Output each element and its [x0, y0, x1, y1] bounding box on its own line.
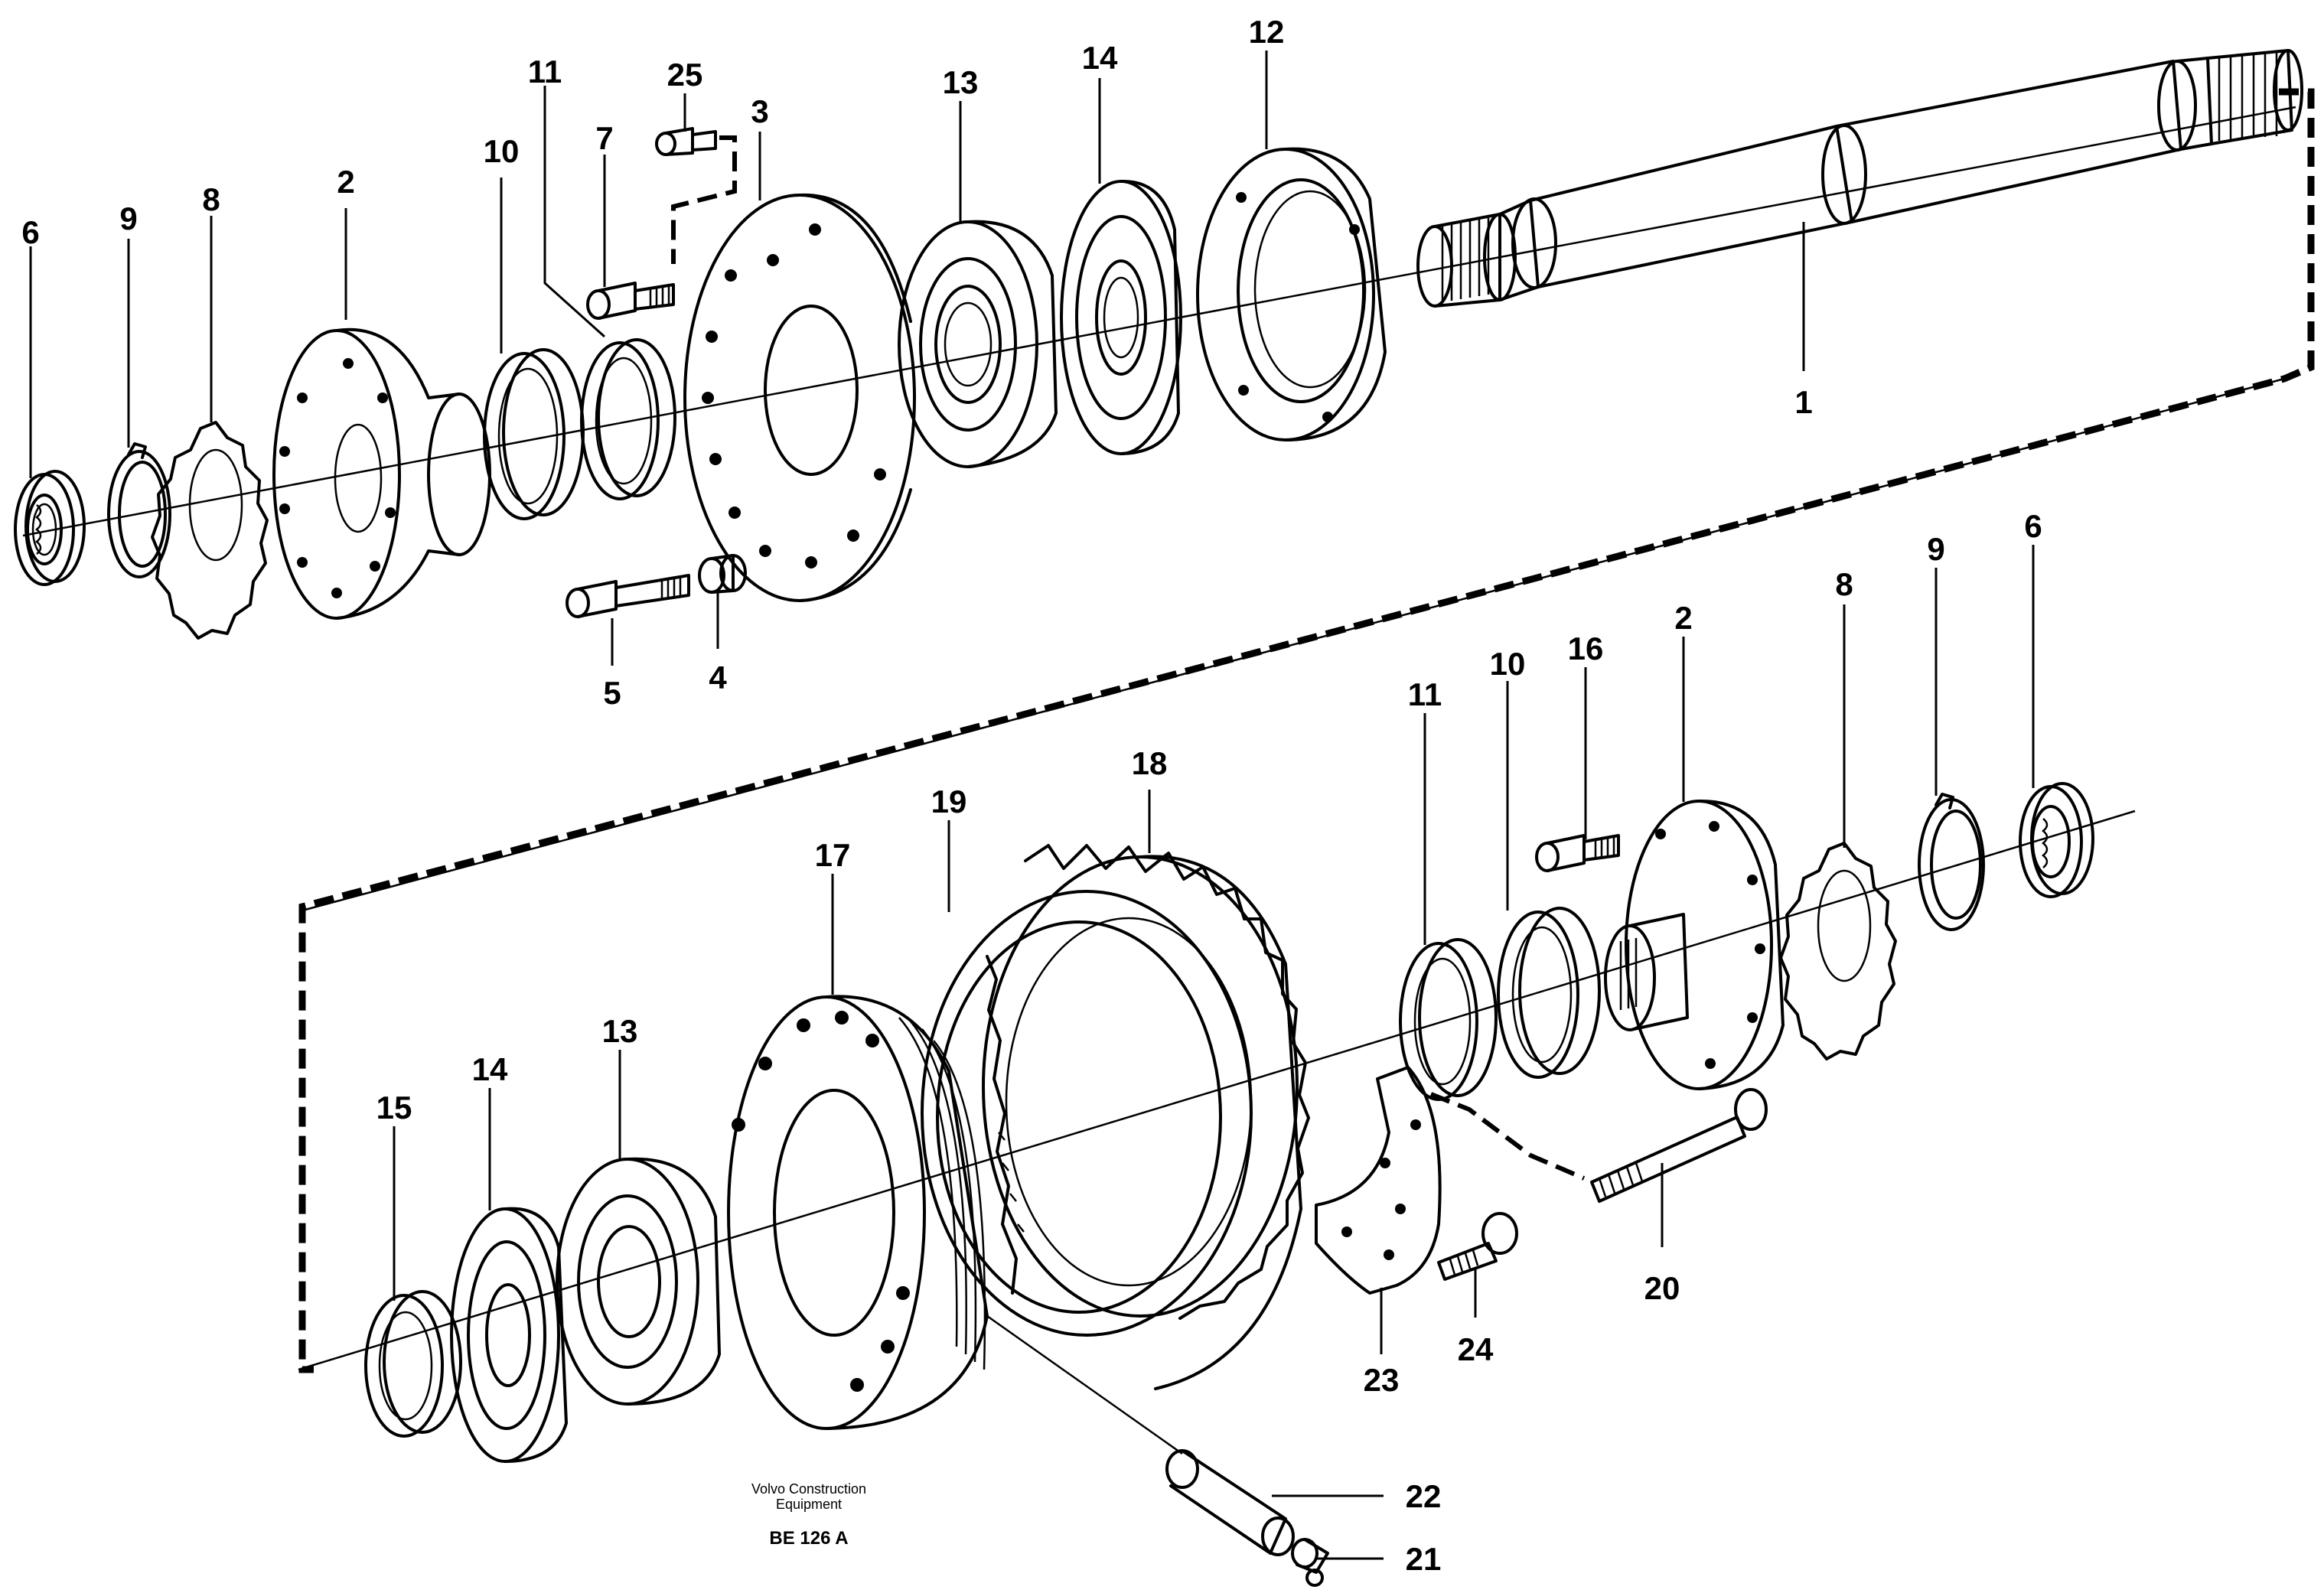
callout-10: 10 [484, 133, 520, 169]
callout-14-lower: 14 [472, 1051, 508, 1087]
callout-13-lower: 13 [602, 1013, 638, 1049]
part-13-bearing-upper [898, 220, 1058, 468]
part-22-pin [986, 1314, 1295, 1556]
lower-center-axis [298, 810, 2136, 1371]
callout-22: 22 [1406, 1478, 1442, 1514]
callout-16: 16 [1568, 630, 1604, 666]
part-20-long-bolt [1429, 1088, 1768, 1203]
callout-13: 13 [943, 64, 979, 100]
callout-11: 11 [528, 54, 562, 90]
callout-17: 17 [815, 837, 851, 873]
callout-10-lower: 10 [1490, 646, 1526, 682]
callout-11-lower: 11 [1408, 676, 1442, 712]
part-24-bolt [1437, 1212, 1518, 1281]
part-5-bolt [566, 574, 690, 618]
part-6-lock-nut-lower [2019, 782, 2094, 898]
drawing-code: BE 126 A [769, 1528, 848, 1549]
callout-9: 9 [119, 200, 137, 236]
part-12-bearing-cover [1196, 147, 1387, 441]
upper-center-axis [22, 106, 2296, 537]
leader-lines [29, 50, 2035, 1560]
callout-5: 5 [603, 675, 621, 711]
callout-1: 1 [1794, 384, 1812, 420]
callout-21: 21 [1406, 1541, 1442, 1577]
part-9-tab-washer [107, 442, 171, 578]
callout-12: 12 [1249, 14, 1285, 50]
part-25-grease-nipple [655, 127, 737, 264]
part-21-grease-nipple [1291, 1538, 1329, 1587]
part-8-lock-washer-lower [1779, 842, 1897, 1060]
brand-line-2: Equipment [776, 1497, 842, 1512]
part-10-seal-lower [1497, 907, 1601, 1079]
part-3-bearing-housing [683, 193, 916, 602]
callout-6-lower: 6 [2024, 508, 2042, 544]
callout-15: 15 [376, 1090, 412, 1126]
part-16-bolt [1535, 834, 1620, 872]
callout-25: 25 [667, 57, 703, 93]
callout-20: 20 [1644, 1270, 1680, 1306]
callout-3: 3 [751, 93, 768, 129]
callout-9-lower: 9 [1927, 531, 1944, 567]
part-13-bearing-lower [556, 1157, 721, 1406]
callout-7: 7 [595, 120, 613, 156]
part-8-lock-washer [151, 421, 269, 640]
part-2-flange-upper [272, 327, 491, 620]
brand-line-1: Volvo Construction [751, 1481, 866, 1497]
assembly-link-dashed [298, 88, 2315, 1373]
callout-2-lower: 2 [1674, 600, 1692, 636]
callout-14: 14 [1082, 40, 1118, 76]
callout-8: 8 [202, 181, 220, 217]
callout-2: 2 [337, 164, 354, 200]
callout-8-lower: 8 [1835, 566, 1853, 602]
part-19-friction-ring [921, 890, 1253, 1337]
part-14-bearing-lower [450, 1207, 568, 1463]
callout-6: 6 [21, 214, 39, 250]
part-23-brake-shoe [1315, 1066, 1442, 1295]
part-9-tab-washer-lower [1918, 793, 1985, 931]
callout-23: 23 [1364, 1362, 1400, 1398]
callout-labels: 6 9 8 2 10 11 7 25 3 13 14 12 1 5 4 6 9 … [21, 14, 2042, 1577]
part-4-spacer [698, 554, 747, 594]
part-7-bolt [586, 282, 675, 320]
callout-24: 24 [1458, 1331, 1494, 1367]
part-11-seal-upper [580, 338, 676, 500]
part-2-flange-lower [1604, 799, 1785, 1090]
footer-brand: Volvo Construction Equipment BE 126 A [751, 1481, 866, 1549]
part-1-main-shaft [1416, 49, 2303, 308]
callout-19: 19 [931, 783, 967, 819]
part-15-ring [364, 1290, 462, 1438]
part-10-seal-upper [483, 348, 585, 520]
part-14-bearing-upper [1060, 179, 1182, 455]
callout-4: 4 [709, 660, 727, 696]
callout-18: 18 [1132, 745, 1168, 781]
part-17-brake-drum [727, 995, 989, 1430]
part-18-tread-ring [982, 844, 1310, 1390]
part-6-lock-nut [14, 470, 86, 586]
part-11-seal-lower [1399, 938, 1498, 1101]
